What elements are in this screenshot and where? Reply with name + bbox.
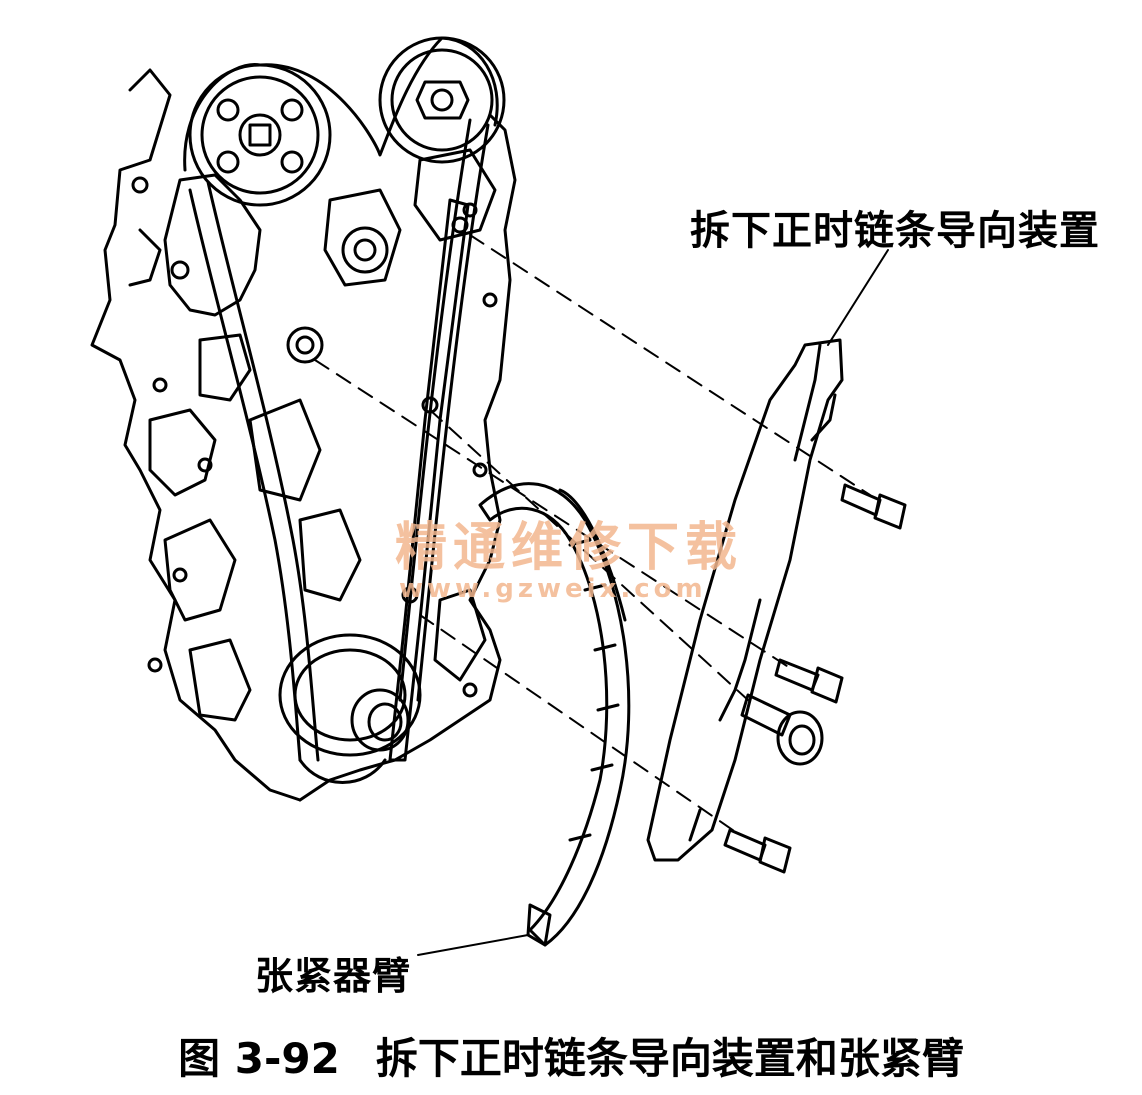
tensioner-leader-line xyxy=(417,934,529,956)
guide-leader-line xyxy=(827,249,889,346)
watermark-text: 精通维修下载 xyxy=(395,517,744,578)
figure-number: 图 3-92 xyxy=(178,1034,340,1083)
figure-title: 拆下正时链条导向装置和张紧臂 xyxy=(375,1034,964,1083)
tensioner-arm-label: 张紧器臂 xyxy=(255,954,412,998)
installed-chain-guide xyxy=(388,198,470,762)
bolt-2 xyxy=(774,658,844,704)
camshaft-sprockets xyxy=(188,36,506,207)
removed-chain-guide xyxy=(646,338,844,862)
bolt-1 xyxy=(840,483,907,530)
crankshaft-sprocket xyxy=(278,633,422,757)
watermark: 精通维修下载 www.gzweix.com xyxy=(395,505,743,604)
bolts xyxy=(723,483,907,874)
watermark-url: www.gzweix.com xyxy=(399,574,707,604)
figure-caption: 图 3-92 拆下正时链条导向装置和张紧臂 xyxy=(0,1025,1142,1086)
alignment-lines xyxy=(314,234,871,836)
tensioner-arm xyxy=(478,482,631,947)
bolt-3 xyxy=(740,693,824,766)
guide-label: 拆下正时链条导向装置 xyxy=(690,208,1100,254)
bolt-4 xyxy=(723,828,792,874)
engine-block xyxy=(90,68,517,802)
